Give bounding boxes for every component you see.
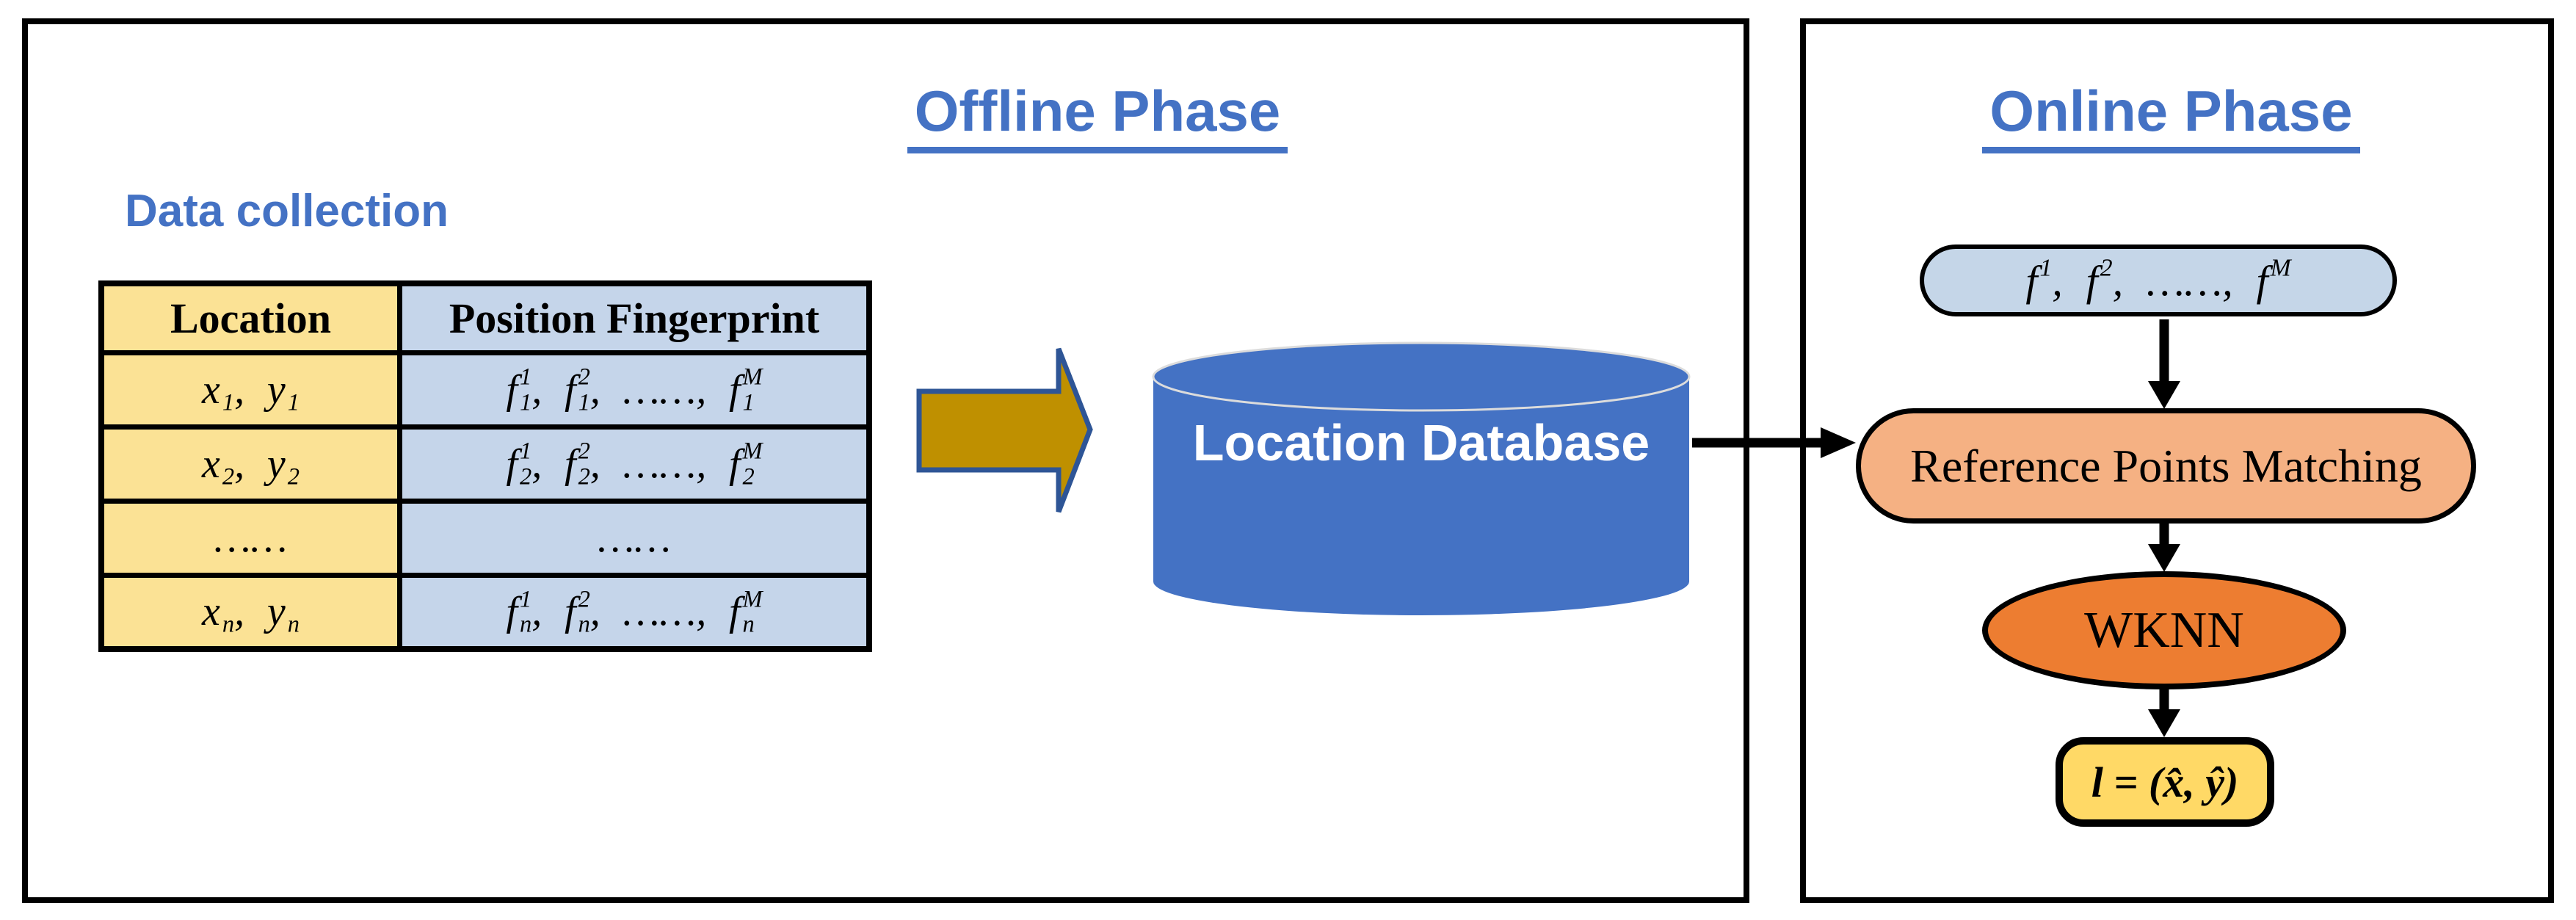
block-arrow-right-icon bbox=[916, 347, 1093, 513]
online-phase-title-text: Online Phase bbox=[1982, 82, 2360, 153]
location-header-cell: Location bbox=[98, 280, 402, 355]
database-to-matching-arrow bbox=[1692, 427, 1856, 458]
offline-phase-title-text: Offline Phase bbox=[907, 82, 1288, 153]
estimated-location-node: l = (x̂, ŷ) bbox=[2056, 737, 2274, 827]
reference-points-matching-node: Reference Points Matching bbox=[1856, 408, 2476, 524]
query-to-matching-arrow bbox=[2148, 319, 2180, 409]
online-phase-title: Online Phase bbox=[1945, 82, 2397, 153]
matching-to-wknn-arrow bbox=[2148, 524, 2180, 572]
table-row: …… …… bbox=[98, 498, 872, 578]
wknn-to-result-arrow bbox=[2148, 687, 2180, 737]
table-header-row: Location Position Fingerprint bbox=[98, 280, 872, 355]
fingerprint-cell: …… bbox=[397, 498, 872, 578]
database-cylinder-icon bbox=[1152, 341, 1691, 615]
database-label: Location Database bbox=[1192, 414, 1650, 471]
wknn-node: WKNN bbox=[1982, 571, 2346, 689]
location-cell: …… bbox=[98, 498, 402, 578]
fingerprint-header-cell: Position Fingerprint bbox=[397, 280, 872, 355]
offline-phase-title: Offline Phase bbox=[870, 82, 1325, 153]
data-collection-label: Data collection bbox=[125, 186, 449, 236]
